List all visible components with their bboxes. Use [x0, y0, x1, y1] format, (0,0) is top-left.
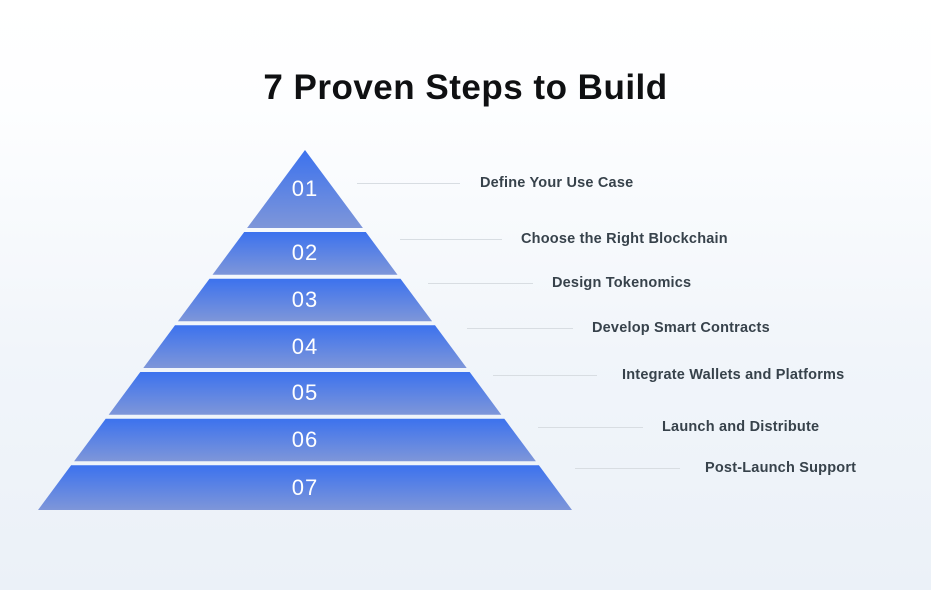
step-number-2: 02 — [291, 240, 319, 265]
pyramid-segment-1 — [247, 150, 363, 228]
pyramid-segment-2 — [212, 232, 398, 275]
step-label-6: Launch and Distribute — [662, 419, 820, 435]
step-number-3: 03 — [291, 287, 319, 312]
step-number-6: 06 — [291, 427, 319, 452]
step-number-1: 01 — [291, 176, 319, 201]
connector-line-6 — [538, 427, 643, 428]
connector-line-5 — [493, 375, 597, 376]
connector-line-1 — [357, 183, 460, 184]
pyramid-segment-3 — [177, 278, 433, 322]
pyramid-segment-6 — [74, 418, 536, 462]
connector-line-7 — [575, 468, 680, 469]
pyramid-segment-5 — [108, 372, 502, 415]
page-title: 7 Proven Steps to Build — [263, 68, 668, 108]
step-number-4: 04 — [291, 334, 319, 359]
connector-line-3 — [428, 283, 533, 284]
step-label-5: Integrate Wallets and Platforms — [622, 367, 845, 383]
step-number-7: 07 — [291, 475, 319, 500]
pyramid-segment-7 — [38, 465, 572, 510]
step-label-4: Develop Smart Contracts — [592, 320, 770, 336]
step-number-5: 05 — [291, 380, 319, 405]
pyramid-segment-4 — [143, 325, 467, 368]
step-label-3: Design Tokenomics — [552, 275, 692, 291]
connector-line-2 — [400, 239, 502, 240]
step-label-2: Choose the Right Blockchain — [521, 231, 728, 247]
connector-line-4 — [467, 328, 573, 329]
step-label-7: Post-Launch Support — [705, 460, 857, 476]
step-label-1: Define Your Use Case — [480, 175, 634, 191]
